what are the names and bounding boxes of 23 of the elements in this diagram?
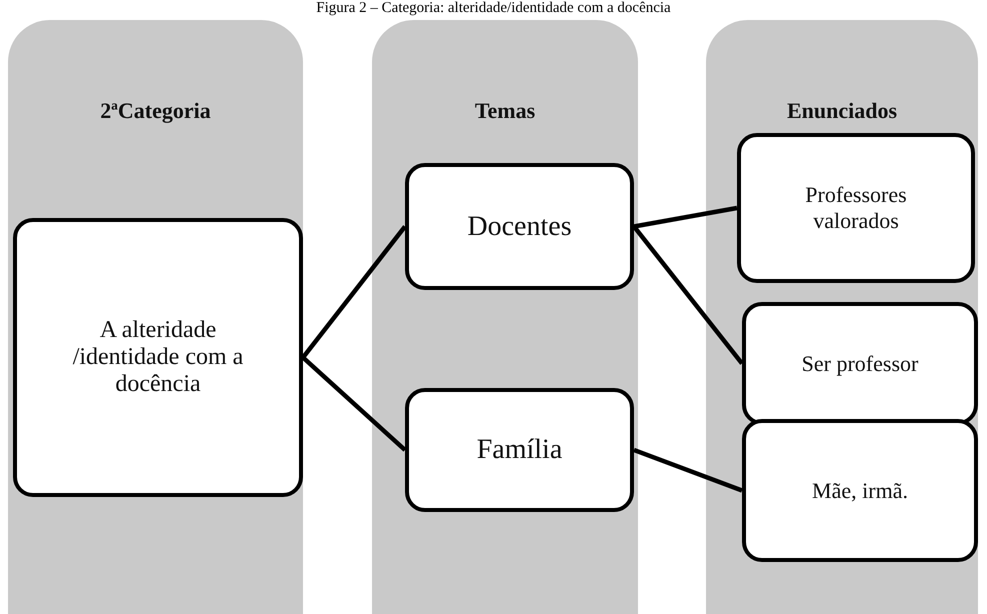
box-text: Mãe, irmã. <box>811 478 909 504</box>
box-text: Docentes <box>466 210 573 242</box>
connector-line <box>634 206 738 229</box>
box-text: Ser professor <box>800 350 920 376</box>
rounded-box <box>405 388 634 512</box>
column-heading: Enunciados <box>786 98 898 124</box>
column-heading: 2ªCategoria <box>99 98 212 124</box>
column-band <box>706 20 978 614</box>
column-band <box>8 20 303 614</box>
column-heading: Temas <box>474 98 536 124</box>
connector-line <box>632 225 744 365</box>
box-text: A alteridade /identidade com a docência <box>72 317 244 398</box>
rounded-box <box>737 133 975 283</box>
column-band <box>372 20 638 614</box>
figure-title: Figura 2 – Categoria: alteridade/identidade com a docência <box>315 0 672 16</box>
box-text: Família <box>476 434 564 466</box>
rounded-box <box>405 163 634 290</box>
connector-line <box>633 448 743 493</box>
box-text: Professores valorados <box>804 182 908 234</box>
connector-line <box>301 356 407 452</box>
rounded-box <box>742 419 978 562</box>
connector-line <box>301 225 407 359</box>
rounded-box <box>13 218 303 497</box>
